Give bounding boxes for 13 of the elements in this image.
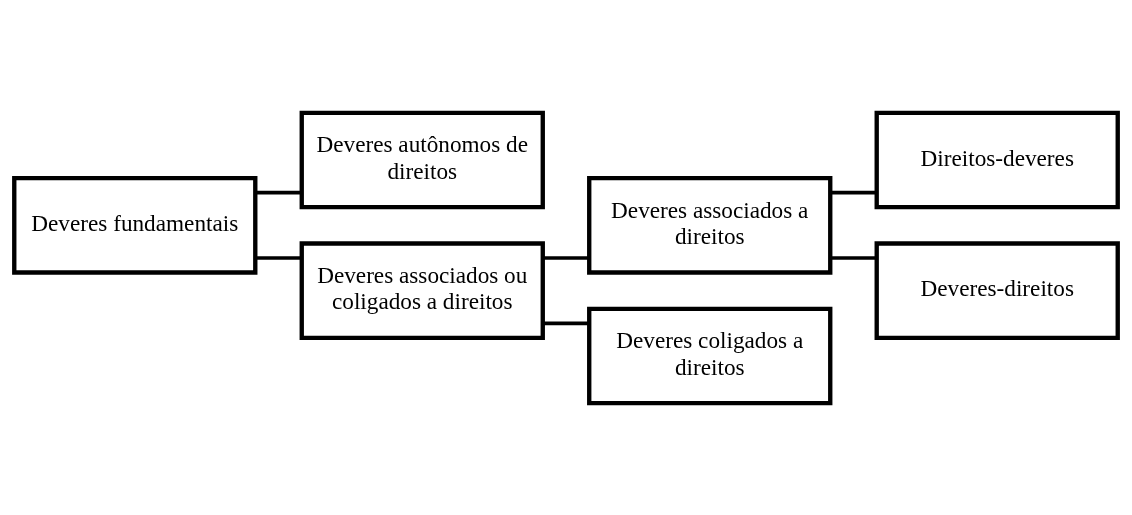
connector xyxy=(830,255,877,260)
node-box: Deveres-direitos xyxy=(874,240,1120,340)
connector xyxy=(255,255,302,260)
node-box: Deveres associados a direitos xyxy=(587,175,833,275)
node-box: Deveres associados ou coligados a direitos xyxy=(299,240,545,340)
node-box: Direitos-deveres xyxy=(874,110,1120,209)
connector xyxy=(542,321,589,325)
node-box: Deveres autônomos de direitos xyxy=(299,110,545,209)
connector xyxy=(542,255,589,260)
node-box: Deveres coligados a direitos xyxy=(587,306,833,405)
connector xyxy=(255,190,302,194)
connector xyxy=(830,190,877,194)
node-box: Deveres fundamentais xyxy=(12,175,258,275)
